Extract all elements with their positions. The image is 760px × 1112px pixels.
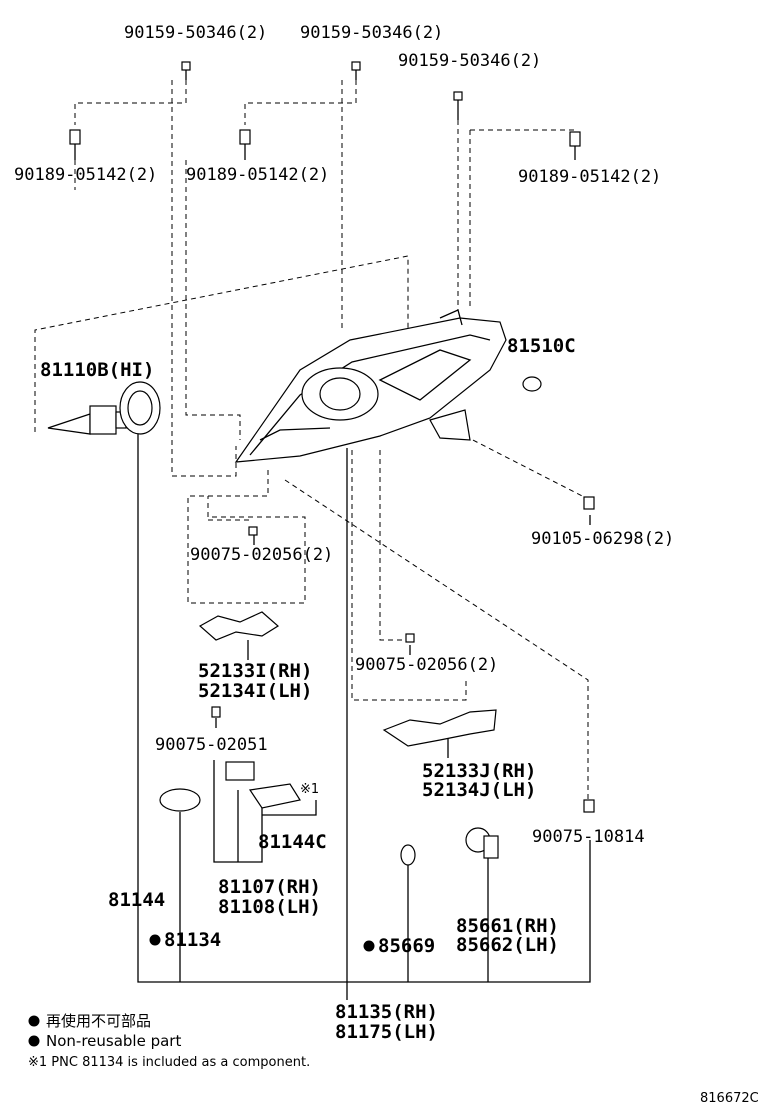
legend: 再使用不可部品 Non-reusable part ※1 PNC 81134 i… — [28, 1012, 310, 1070]
label-bracket-i-lh: 52134I(LH) — [198, 680, 312, 702]
label-part-81134: 81134 — [164, 929, 221, 951]
label-screw-bottom-right: 90075-10814 — [532, 827, 645, 847]
label-assy-lh: 81175(LH) — [335, 1021, 438, 1043]
legend-dot — [28, 1015, 40, 1027]
legend-dot — [28, 1035, 40, 1047]
dashed-leaders — [34, 80, 591, 800]
seal-ring-part — [159, 788, 201, 812]
non-reusable-dot — [363, 940, 375, 952]
screw-icon — [211, 706, 221, 718]
diagram-id: 816672C — [700, 1091, 759, 1106]
label-part-85669: 85669 — [378, 935, 435, 957]
label-bolt-a: 90159-50346(2) — [124, 23, 267, 43]
label-screw-small: 90075-02051 — [155, 735, 268, 755]
label-bracket-j-lh: 52134J(LH) — [422, 779, 536, 801]
ballast-part — [225, 761, 255, 781]
label-bracket-i-rh: 52133I(RH) — [198, 660, 312, 682]
cover-part — [248, 783, 301, 809]
grommet-icon — [569, 131, 581, 160]
bracket-i-part — [198, 611, 280, 641]
label-bulb-hi: 81110B(HI) — [40, 359, 154, 381]
label-grommet-b: 90189-05142(2) — [186, 165, 329, 185]
bolt-icons — [69, 61, 595, 813]
screw-icon — [248, 526, 258, 536]
legend-line-note: ※1 PNC 81134 is included as a component. — [28, 1055, 310, 1070]
label-grommet-a: 90189-05142(2) — [14, 165, 157, 185]
screw-icon — [583, 799, 595, 813]
label-ballast-lh: 81108(LH) — [218, 896, 321, 918]
label-screw-lower-left: 90075-02056(2) — [190, 545, 333, 565]
legend-line-en: Non-reusable part — [46, 1032, 181, 1050]
hi-beam-bulb — [47, 405, 127, 435]
bolt-icon — [453, 91, 463, 120]
headlamp-housing — [234, 309, 507, 463]
ring-85669-part — [400, 844, 416, 866]
label-part-81144: 81144 — [108, 889, 165, 911]
label-note-marker: ※1 — [300, 782, 319, 797]
bolt-icon — [181, 61, 191, 80]
cap-part — [522, 376, 542, 392]
label-motor-rh: 85661(RH) — [456, 915, 559, 937]
part-labels: 90159-50346(2) 90159-50346(2) 90159-5034… — [14, 23, 674, 1043]
bolt-icon — [351, 61, 361, 80]
grommet-icon — [239, 129, 251, 160]
label-bolt-c: 90159-50346(2) — [398, 51, 541, 71]
label-screw-lower-mid: 90075-02056(2) — [355, 655, 498, 675]
legend-line-jp: 再使用不可部品 — [46, 1012, 151, 1030]
label-screw-right: 90105-06298(2) — [531, 529, 674, 549]
screw-icon — [405, 633, 415, 643]
label-assy-rh: 81135(RH) — [335, 1001, 438, 1023]
bracket-j-part — [382, 709, 497, 747]
label-bolt-b: 90159-50346(2) — [300, 23, 443, 43]
label-grommet-c: 90189-05142(2) — [518, 167, 661, 187]
label-bracket-j-rh: 52133J(RH) — [422, 760, 536, 782]
label-ballast-rh: 81107(RH) — [218, 876, 321, 898]
solid-leaders — [137, 432, 591, 1000]
socket-ring — [119, 381, 161, 435]
screw-icon — [583, 496, 595, 510]
label-cap: 81510C — [507, 335, 576, 357]
label-cover: 81144C — [258, 831, 327, 853]
leveling-motor-part — [465, 827, 499, 859]
label-motor-lh: 85662(LH) — [456, 934, 559, 956]
non-reusable-dot — [149, 934, 161, 946]
grommet-icon — [69, 129, 81, 160]
